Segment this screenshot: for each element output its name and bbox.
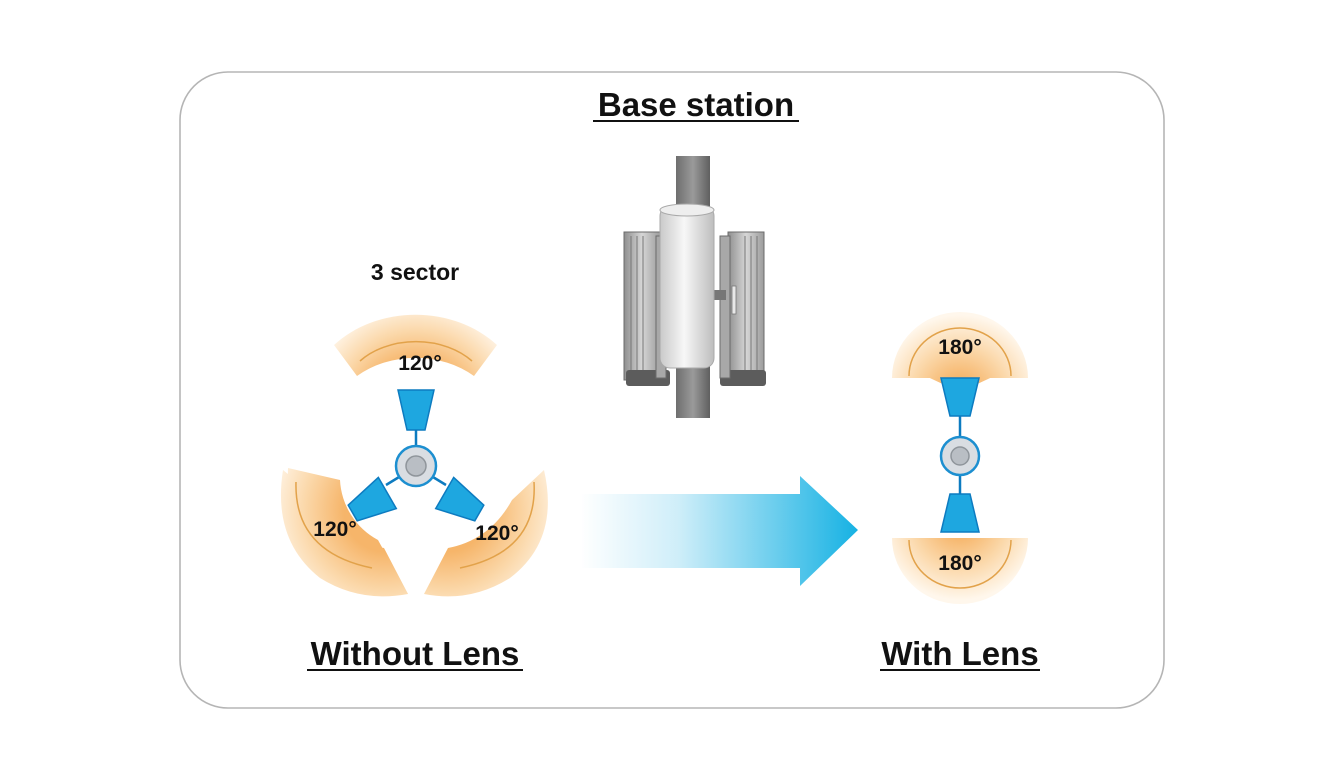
coverage-arc-top xyxy=(359,340,473,362)
coverage-lobe-left-outer xyxy=(280,470,408,597)
angle-label-left: 120° xyxy=(313,518,356,541)
angle-label-down: 180° xyxy=(938,552,981,575)
hub-icon xyxy=(394,444,438,488)
coverage-arc-left xyxy=(295,481,373,569)
angle-label-up: 180° xyxy=(938,336,981,359)
with-lens-label: With Lens xyxy=(881,635,1038,672)
base-station-icon xyxy=(623,156,766,418)
with-lens-diagram: 180° 180° xyxy=(892,312,1028,604)
sector-label: 3 sector xyxy=(371,259,459,285)
coverage-lobe-down xyxy=(892,538,1028,604)
coverage-lobe-top xyxy=(334,314,497,376)
without-lens-label: Without Lens xyxy=(311,635,520,672)
arrow-right-icon xyxy=(582,476,858,586)
coverage-lobe-up xyxy=(892,312,1028,392)
coverage-lobe-right xyxy=(424,470,548,597)
antenna-icon xyxy=(347,476,398,522)
antenna-icon xyxy=(940,493,980,533)
angle-label-right: 120° xyxy=(475,522,518,545)
antenna-icon xyxy=(940,377,980,417)
coverage-arc-right xyxy=(459,481,535,569)
antenna-icon xyxy=(397,389,435,431)
hub-icon xyxy=(939,435,981,477)
coverage-arc-down xyxy=(908,539,1012,589)
base-station-title: Base station xyxy=(598,86,794,123)
coverage-arc-up xyxy=(908,327,1012,377)
antenna-icon xyxy=(434,476,485,522)
angle-label-top: 120° xyxy=(398,352,441,375)
